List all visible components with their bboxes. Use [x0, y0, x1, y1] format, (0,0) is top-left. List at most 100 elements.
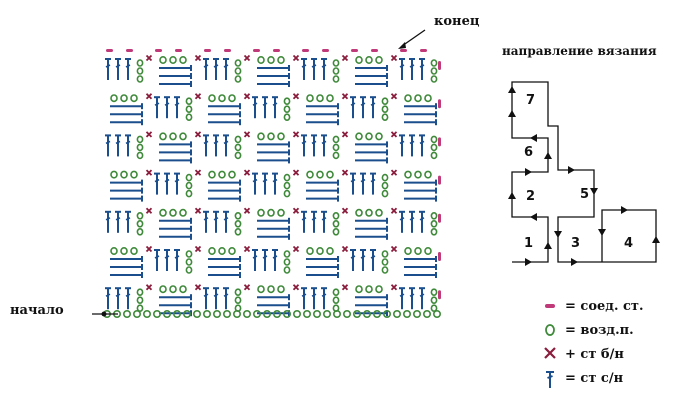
double-crochet-stitch [399, 287, 405, 310]
double-crochet-stitch [370, 249, 376, 271]
chain-stitch [169, 285, 177, 294]
double-crochet-stitch [399, 58, 405, 80]
chain-stitch [228, 94, 236, 103]
double-crochet-stitch [213, 134, 219, 157]
double-crochet-stitch [110, 187, 143, 194]
chain-stitch [120, 94, 128, 103]
chain-stitch [283, 266, 291, 274]
slip-stitch [175, 49, 182, 52]
chain-stitch [375, 208, 383, 217]
direction-arrow [571, 258, 578, 266]
double-crochet-stitch [272, 172, 278, 195]
chain-stitch [110, 247, 118, 256]
double-crochet-stitch [306, 103, 339, 110]
chain-stitch [332, 143, 340, 152]
chain-stitch [136, 143, 144, 152]
chain-stitch [185, 97, 193, 105]
chain-stitch [430, 151, 438, 160]
double-crochet-stitch [262, 172, 268, 195]
double-crochet-stitch [110, 111, 143, 118]
double-crochet-stitch [174, 249, 180, 271]
chain-stitch-icon [543, 322, 559, 338]
slip-stitch [106, 49, 113, 52]
double-crochet-stitch [208, 111, 241, 118]
chain-stitch [402, 309, 411, 318]
chain-stitch [179, 55, 187, 64]
chain-stitch [185, 173, 193, 182]
double-crochet-stitch [257, 225, 290, 232]
chain-stitch [302, 309, 311, 318]
double-crochet-stitch [306, 264, 339, 270]
chain-stitch [404, 247, 412, 256]
chain-stitch [382, 309, 391, 318]
chain-stitch [223, 309, 232, 318]
chain-stitch [234, 59, 242, 67]
chain-stitch [136, 220, 144, 228]
chain-stitch [432, 309, 441, 318]
legend-item-slip-stitch: = соед. ст. [543, 298, 644, 314]
slip-stitch [438, 252, 441, 261]
double-crochet-stitch [272, 249, 278, 271]
chain-stitch [430, 75, 438, 83]
chain-stitch [253, 309, 262, 318]
chain-stitch [243, 309, 252, 318]
chain-stitch [430, 304, 438, 313]
direction-block-number: 4 [624, 236, 633, 251]
chain-stitch [185, 266, 193, 274]
chain-stitch [326, 170, 334, 179]
chain-stitch [424, 247, 432, 256]
double-crochet-stitch [257, 149, 290, 156]
double-crochet-stitch [159, 157, 192, 164]
chain-stitch [136, 288, 144, 297]
chain-stitch [267, 55, 275, 64]
double-crochet-icon [543, 370, 559, 388]
start-label: начало [10, 303, 64, 318]
double-crochet-stitch [257, 217, 290, 224]
double-crochet-stitch [159, 233, 192, 240]
single-crochet-stitch [194, 245, 202, 253]
double-crochet-stitch [301, 134, 307, 157]
double-crochet-stitch [360, 172, 366, 195]
double-crochet-stitch [404, 111, 437, 118]
double-crochet-stitch [399, 210, 405, 233]
chain-stitch [136, 151, 144, 160]
double-crochet-stitch [110, 103, 143, 110]
direction-arrow [621, 206, 628, 214]
chain-stitch [375, 132, 383, 141]
chain-stitch [430, 67, 438, 75]
slip-stitch [438, 290, 441, 300]
single-crochet-stitch [390, 131, 398, 138]
single-crochet-stitch [341, 169, 349, 176]
double-crochet-stitch [213, 58, 219, 80]
chain-stitch [159, 55, 167, 64]
chain-stitch [133, 309, 142, 318]
single-crochet-stitch [194, 207, 202, 214]
single-crochet-stitch [243, 284, 251, 291]
double-crochet-stitch [306, 119, 339, 126]
double-crochet-stitch [350, 96, 356, 119]
double-crochet-stitch [257, 81, 290, 87]
single-crochet-stitch [390, 207, 398, 214]
chain-stitch [381, 189, 389, 198]
chain-stitch [257, 208, 265, 217]
chain-stitch [332, 309, 341, 318]
chain-stitch [228, 247, 236, 256]
double-crochet-stitch [306, 187, 339, 194]
double-crochet-stitch [301, 287, 307, 310]
double-crochet-stitch [105, 287, 111, 310]
single-crochet-stitch [243, 245, 251, 253]
double-crochet-stitch [355, 141, 388, 148]
chain-stitch [424, 94, 432, 103]
end-pointer-line [401, 29, 426, 47]
chain-stitch [179, 208, 187, 217]
double-crochet-stitch [355, 149, 388, 156]
double-crochet-stitch [355, 233, 388, 240]
chain-stitch [130, 247, 138, 256]
chain-stitch [283, 181, 291, 190]
chain-stitch [292, 309, 301, 318]
double-crochet-stitch [174, 96, 180, 119]
single-crochet-stitch [341, 245, 349, 253]
direction-arrow [530, 213, 537, 221]
chain-stitch [283, 97, 291, 105]
chain-stitch [234, 288, 242, 297]
